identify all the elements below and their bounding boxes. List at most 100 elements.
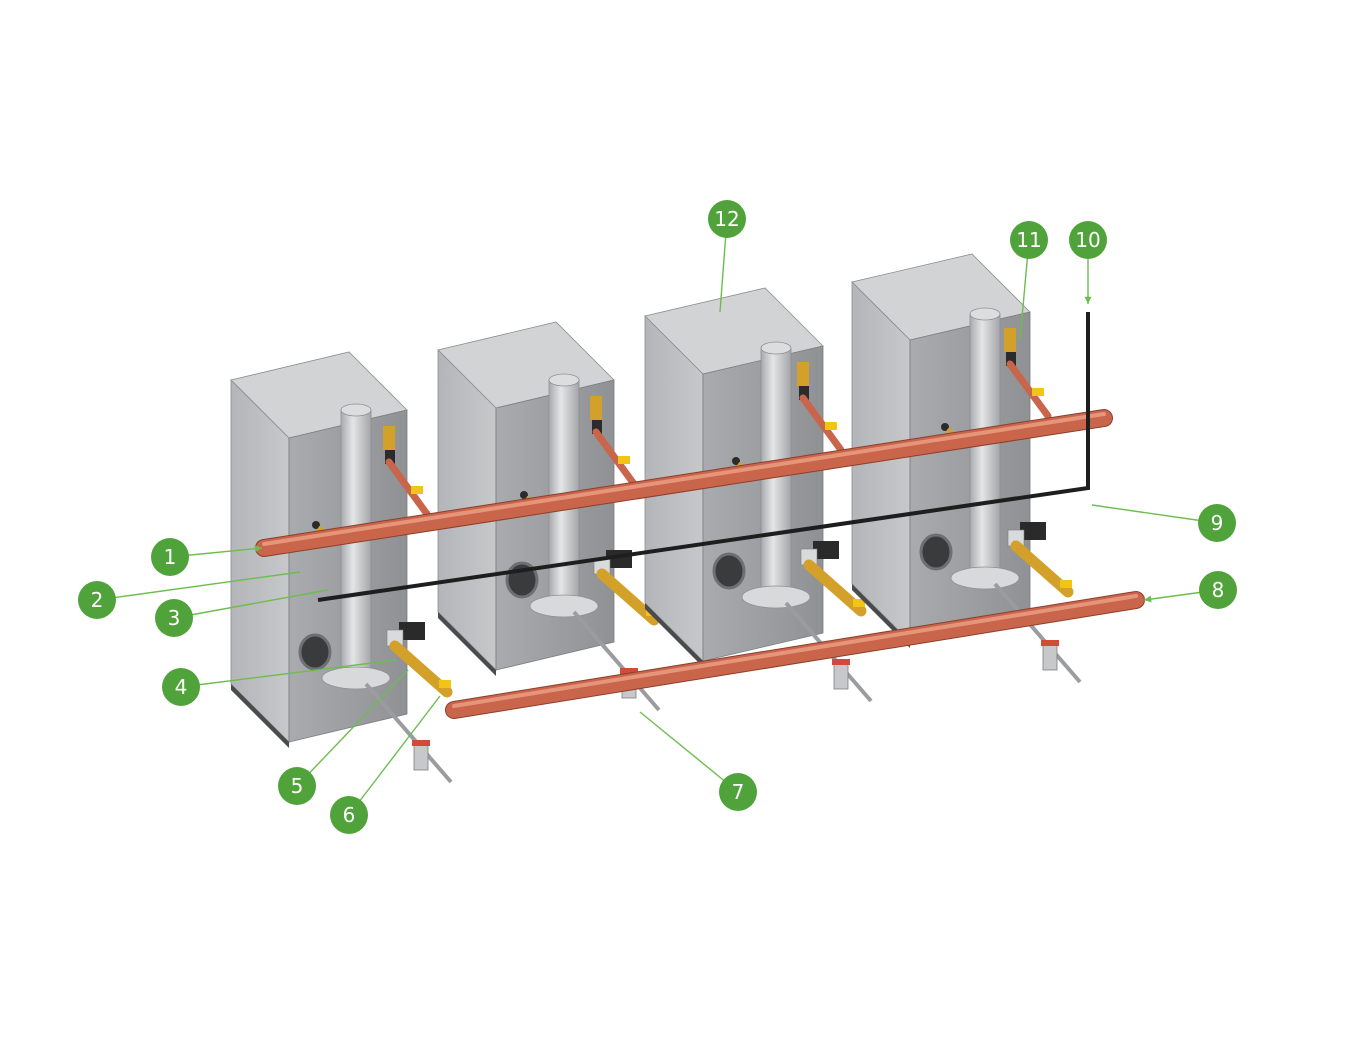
circulator-pump-motor: [399, 622, 425, 640]
callout-badge: [1010, 221, 1048, 259]
flue-base-collar: [529, 594, 599, 618]
supply-isolation-valve: [618, 456, 630, 464]
boiler-unit-1: [230, 351, 453, 784]
supply-fitting: [1004, 328, 1016, 352]
supply-branch-pipe: [385, 458, 431, 518]
callout-arrowhead: [254, 545, 262, 553]
callout-number: 6: [343, 803, 356, 827]
flue-pipe-top: [760, 341, 792, 355]
callout-badge: [1198, 504, 1236, 542]
supply-branch-pipe: [592, 428, 638, 488]
return-brass-assembly: [596, 568, 660, 626]
supply-isolation-valve: [1032, 388, 1044, 396]
callout-badge: [78, 581, 116, 619]
callout-leader-line: [173, 589, 329, 619]
callout-number: 12: [714, 207, 739, 231]
callout-9: 9: [1091, 504, 1236, 542]
supply-fitting-nut: [1006, 352, 1016, 366]
cabinet-base: [438, 612, 496, 676]
supply-branch-pipe: [1006, 360, 1052, 420]
air-intake-port: [919, 533, 953, 571]
temperature-sensor: [520, 491, 528, 499]
callout-leader-line: [180, 659, 397, 688]
callout-leader-line: [96, 571, 301, 601]
return-brass-assembly: [389, 640, 453, 698]
cabinet-front-face: [230, 379, 290, 743]
callout-number: 4: [175, 675, 188, 699]
callout-leader-line: [1091, 504, 1218, 524]
condensate-drain: [572, 610, 661, 712]
condensate-trap-cap: [1041, 640, 1059, 646]
callout-badge: [1199, 571, 1237, 609]
callout-badge: [151, 538, 189, 576]
callout-number: 11: [1016, 228, 1041, 252]
callout-leader-line: [296, 669, 409, 787]
supply-isolation-valve: [411, 486, 423, 494]
circulator-pump-motor: [1020, 522, 1046, 540]
return-isolation-valve: [853, 599, 865, 607]
callout-number: 8: [1212, 578, 1225, 602]
callout-number: 5: [291, 774, 304, 798]
callout-5: 5: [278, 669, 409, 805]
supply-header-pipe-highlight: [262, 412, 1106, 546]
callout-badge: [330, 796, 368, 834]
condensate-drain: [364, 682, 453, 784]
condensate-drain: [993, 582, 1082, 684]
cabinet-base: [645, 603, 703, 667]
temperature-sensor: [732, 457, 740, 465]
air-intake-port: [712, 552, 746, 590]
circulator-pump-motor: [813, 541, 839, 559]
flue-pipe-top: [969, 307, 1001, 321]
flue-pipe-top: [548, 373, 580, 387]
callout-number: 3: [168, 606, 181, 630]
callout-leader-line: [639, 711, 739, 793]
condensate-trap: [413, 743, 429, 771]
flue-base-collar: [741, 585, 811, 609]
supply-fitting-nut: [799, 386, 809, 400]
return-header-pipe-body: [446, 592, 1144, 718]
callout-number: 9: [1211, 511, 1224, 535]
callout-arrowhead: [1144, 595, 1152, 603]
condensate-trap: [1042, 643, 1058, 671]
flue-base-collar: [321, 666, 391, 690]
return-header-pipe-highlight: [452, 594, 1138, 708]
callout-badge: [278, 767, 316, 805]
header-pipes: [255, 312, 1145, 719]
callout-number: 10: [1075, 228, 1100, 252]
supply-fitting: [590, 396, 602, 420]
condensate-trap-cap: [412, 740, 430, 746]
callout-badge: [719, 773, 757, 811]
condensate-trap-cap: [832, 659, 850, 665]
return-brass-assembly: [803, 559, 867, 617]
callout-10: 10: [1069, 221, 1107, 304]
condensate-trap-cap: [620, 668, 638, 674]
supply-branch-pipe: [799, 394, 845, 454]
boiler-unit-4: [851, 253, 1082, 684]
return-isolation-valve: [439, 680, 451, 688]
cabinet-base: [231, 684, 289, 748]
boiler-unit-3: [644, 287, 873, 703]
callout-badge: [1069, 221, 1107, 259]
callout-1: 1: [151, 538, 263, 576]
supply-fitting: [383, 426, 395, 450]
callout-badge: [162, 668, 200, 706]
supply-fitting-nut: [385, 450, 395, 464]
callout-number: 1: [164, 545, 177, 569]
callout-number: 2: [91, 588, 104, 612]
supply-header-pipe: [255, 409, 1113, 557]
system-sensor-line: [317, 312, 1090, 602]
boiler-units: [230, 253, 1082, 784]
return-isolation-valve: [1060, 580, 1072, 588]
callout-6: 6: [330, 695, 441, 834]
callout-2: 2: [78, 571, 301, 619]
air-intake-port: [298, 633, 332, 671]
supply-isolation-valve: [825, 422, 837, 430]
temperature-sensor: [312, 521, 320, 529]
callout-11: 11: [1010, 221, 1048, 341]
temperature-sensor: [941, 423, 949, 431]
return-brass-assembly: [1010, 540, 1074, 598]
supply-fitting-nut: [592, 420, 602, 434]
callout-7: 7: [639, 711, 757, 811]
